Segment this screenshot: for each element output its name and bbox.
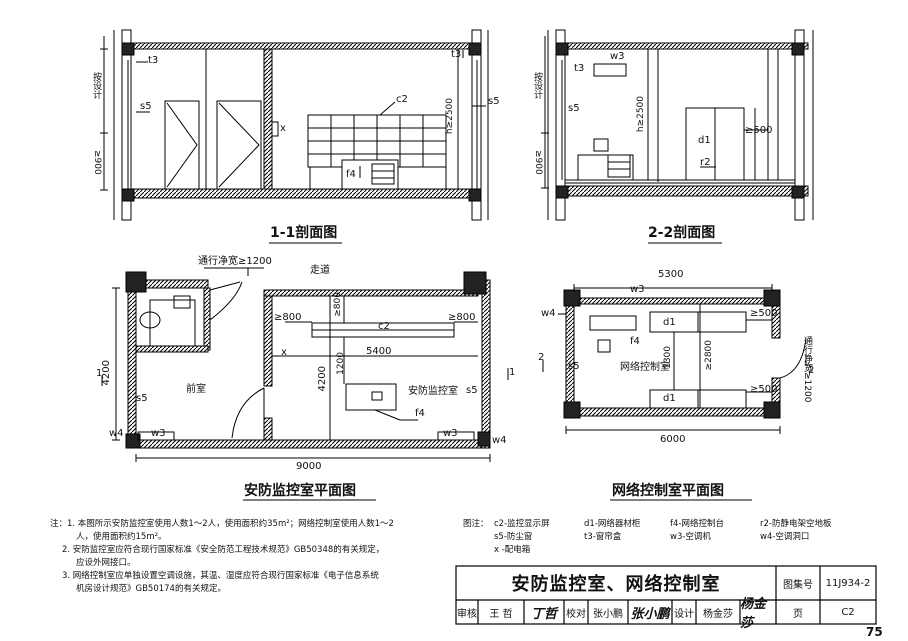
d1-label-3: d1	[663, 393, 676, 404]
plan-network	[542, 284, 807, 434]
corridor-label: 走道	[310, 265, 330, 276]
w3-label-4: w3	[630, 284, 645, 295]
s5-label-4: s5	[136, 393, 148, 404]
drawing-title: 安防监控室、网络控制室	[511, 574, 721, 595]
w3-label-1: w3	[610, 51, 625, 62]
f4-label-1: f4	[346, 169, 356, 180]
page-label: 页	[793, 608, 803, 620]
note-1b: 人，使用面积约15m²。	[76, 532, 167, 542]
f4-label-2: f4	[415, 408, 425, 419]
design-name: 杨金莎	[703, 608, 733, 620]
check-label: 校对	[566, 608, 586, 620]
w3-label-3: w3	[443, 428, 458, 439]
t3-label-1: t3	[148, 55, 159, 66]
plan-security-title: 安防监控室平面图	[244, 483, 356, 499]
section-mark-2a: 2	[538, 352, 545, 363]
legend-item: w3-空调机	[670, 532, 711, 542]
legend-item: x -配电箱	[494, 545, 531, 555]
gte500-label-3: ≥500	[750, 384, 778, 395]
review-name: 王 哲	[489, 608, 513, 620]
by-design-label-1: 按设计	[91, 72, 101, 99]
h2500-label-2: h≥2500	[636, 96, 646, 133]
t3-label-3: t3	[574, 63, 585, 74]
d1-label-1: d1	[698, 135, 711, 146]
passage-width-v-label: 通行净宽≥1200	[802, 336, 812, 403]
section-2-2-title: 2-2剖面图	[648, 225, 716, 241]
f4-label-3: f4	[630, 336, 640, 347]
check-signature: 张小鹏	[630, 606, 670, 622]
page-code: C2	[841, 606, 855, 618]
s5-label-2: s5	[488, 96, 500, 107]
dim-4200-inner: 4200	[317, 366, 328, 392]
r2-label-1: r2	[700, 157, 711, 168]
section-2-2	[541, 29, 814, 221]
c2-label-1: c2	[396, 94, 408, 105]
dim-1200: 1200	[336, 352, 346, 375]
note-3b: 机房设计规范》GB50174的有关规定。	[76, 584, 226, 594]
legend-head: 图注：	[463, 519, 489, 529]
design-label: 设计	[674, 608, 694, 620]
legend-item: d1-网络器材柜	[584, 519, 641, 529]
w4-label-3: w4	[541, 308, 556, 319]
passage-width-label: 通行净宽≥1200	[198, 256, 272, 267]
section-mark-1a: 1	[96, 368, 103, 379]
gte500-label-1: ≥500	[745, 125, 773, 136]
dim-4200-outer: 4200	[101, 360, 112, 386]
height-900-label-1: ≥900	[92, 150, 102, 175]
s5-label-5: s5	[466, 385, 478, 396]
gte800-label-1: ≥800	[274, 312, 302, 323]
w4-label-2: w4	[492, 435, 507, 446]
atlas-number: 11J934-2	[825, 577, 871, 589]
note-2b: 应设外网接口。	[76, 558, 136, 568]
d1-label-2: d1	[663, 317, 676, 328]
legend-item: f4-网络控制台	[670, 519, 724, 529]
w3-label-2: w3	[151, 428, 166, 439]
t3-label-2: t3	[451, 49, 462, 60]
page-number: 75	[866, 625, 883, 639]
review-signature: 丁哲	[530, 606, 557, 622]
security-room-label: 安防监控室	[408, 386, 458, 397]
gte500-label-2: ≥500	[750, 308, 778, 319]
legend-item: t3-窗帘盒	[584, 532, 622, 542]
gte800-label-3: ≥800	[333, 292, 343, 317]
note-2a: 2. 安防监控室应符合现行国家标准《安全防范工程技术规范》GB50348的有关规…	[62, 545, 385, 555]
legend-item: r2-防静电架空地板	[760, 519, 832, 529]
atlas-label: 图集号	[783, 579, 813, 591]
notes-block: 注：1. 本图所示安防监控室使用人数1～2人，使用面积约35m²；网络控制室使用…	[50, 518, 450, 596]
c2-label-2: c2	[378, 321, 390, 332]
s5-label-3: s5	[568, 103, 580, 114]
check-name: 张小鹏	[593, 608, 623, 620]
s5-label-6: s5	[568, 361, 580, 372]
s5-label-1: s5	[140, 101, 152, 112]
front-room-label: 前室	[186, 384, 206, 395]
dim-5300: 5300	[658, 269, 684, 280]
x-label-1: x	[280, 123, 286, 134]
x-label-2: x	[281, 347, 287, 358]
height-900-label-2: ≥900	[533, 150, 543, 175]
section-1-1	[100, 29, 489, 221]
section-mark-1b: 1	[509, 367, 516, 378]
section-1-1-title: 1-1剖面图	[270, 225, 338, 241]
design-signature: 杨金莎	[740, 597, 767, 631]
w4-label-1: w4	[109, 428, 124, 439]
plan-network-title: 网络控制室平面图	[612, 483, 724, 499]
plan-security	[101, 267, 509, 462]
gte2800-label: ≥2800	[704, 340, 714, 371]
section-mark-2b: 2	[808, 365, 815, 376]
review-label: 审核	[457, 608, 477, 620]
dim-6000: 6000	[660, 434, 686, 445]
note-3a: 3. 网络控制室应单独设置空调设施，其温、湿度应符合现行国家标准《电子信息系统	[62, 571, 379, 581]
h2500-label-1: h≥2500	[445, 98, 455, 135]
legend-item: s5-防尘窗	[494, 532, 533, 542]
legend-item: c2-监控显示屏	[494, 519, 550, 529]
network-room-label: 网络控制室	[620, 362, 670, 373]
dim-5400: 5400	[366, 346, 392, 357]
by-design-label-2: 按设计	[532, 72, 542, 99]
legend-item: w4-空调洞口	[760, 532, 810, 542]
dim-9000: 9000	[296, 461, 322, 472]
note-1a: 注：1. 本图所示安防监控室使用人数1～2人，使用面积约35m²；网络控制室使用…	[50, 519, 394, 529]
gte800-label-2: ≥800	[448, 312, 476, 323]
